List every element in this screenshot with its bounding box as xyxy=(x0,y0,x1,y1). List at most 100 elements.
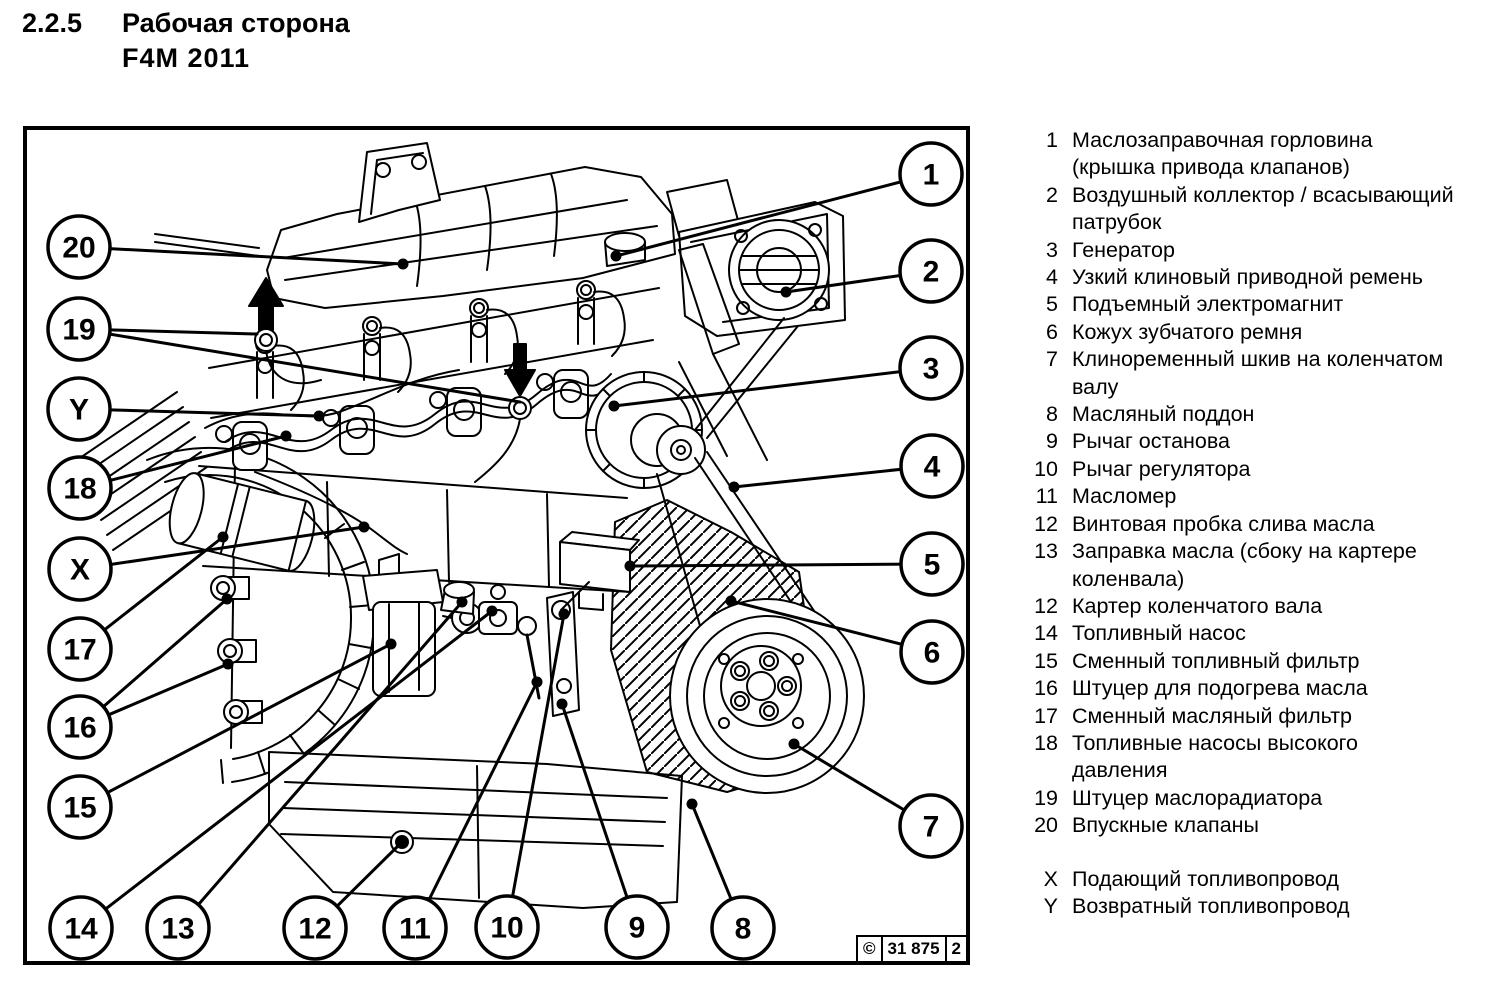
callout-label-15: 15 xyxy=(63,792,96,825)
drawing-stamp: © 31 875 2 xyxy=(856,935,966,961)
alternator xyxy=(585,371,706,489)
legend-item-label: Винтовая пробка слива масла xyxy=(1072,511,1375,536)
leader-line-11 xyxy=(413,680,539,930)
callout-18 xyxy=(47,455,113,521)
down-arrow-icon xyxy=(504,343,536,397)
leader-line-5 xyxy=(628,562,934,568)
callout-4 xyxy=(899,433,965,499)
leader-dot-14 xyxy=(486,605,498,617)
callout-label-1: 1 xyxy=(923,159,940,192)
legend-item-number: 2 xyxy=(1046,182,1058,207)
callout-20 xyxy=(46,214,112,280)
callout-15 xyxy=(47,774,113,840)
callout-label-X: X xyxy=(70,554,90,587)
legend-item-label: Кожух зубчатого ремня xyxy=(1072,319,1303,344)
leader-dot-17 xyxy=(217,531,229,543)
callout-9 xyxy=(604,894,670,960)
callout-17 xyxy=(47,616,113,682)
legend-item-label: Масломер xyxy=(1072,484,1177,509)
callout-3 xyxy=(898,335,964,401)
leader-dot-Y xyxy=(313,410,325,422)
legend-item-number: 11 xyxy=(1035,484,1058,509)
callout-2 xyxy=(898,238,964,304)
legend-item-number: 4 xyxy=(1046,265,1058,290)
legend-item-label: Маслозаправочная горловина (крышка приво… xyxy=(1072,128,1373,180)
legend-item-number: 13 xyxy=(1034,539,1058,564)
leader-line-X xyxy=(78,525,366,571)
oil-cooler-fittings xyxy=(248,277,536,483)
leader-dot-3 xyxy=(608,400,620,412)
legend-item-number: 3 xyxy=(1046,237,1058,262)
legend-item-label: Штуцер для подогрева масла xyxy=(1072,676,1368,701)
callout-10 xyxy=(474,894,540,960)
leader-line-20 xyxy=(77,245,405,266)
legend-item-label: Картер коленчатого вала xyxy=(1072,593,1323,618)
leader-line-9 xyxy=(560,702,639,929)
stamp-number: 31 875 xyxy=(883,937,947,961)
leader-line-3 xyxy=(612,366,933,408)
callout-13 xyxy=(145,895,211,961)
legend-item-label: Подъемный электромагнит xyxy=(1072,292,1344,317)
callout-label-13: 13 xyxy=(161,913,194,946)
callout-label-11: 11 xyxy=(399,913,431,946)
legend-item-number: 9 xyxy=(1046,429,1058,454)
leader-dot-1 xyxy=(610,250,622,262)
callout-label-14: 14 xyxy=(64,913,98,946)
legend-item-label: Масляный поддон xyxy=(1072,402,1255,427)
callout-1 xyxy=(898,141,964,207)
leader-dot-11 xyxy=(531,676,543,688)
legend-item-number: 17 xyxy=(1034,703,1058,728)
leader-dot-2 xyxy=(780,286,792,298)
legend-item-number: 8 xyxy=(1046,402,1058,427)
leader-line-14 xyxy=(79,609,494,930)
leader-dot-5 xyxy=(624,560,636,572)
fuel-return-line xyxy=(204,369,460,429)
fuel-filter xyxy=(362,553,483,697)
leader-dot-20 xyxy=(397,258,409,270)
callout-label-10: 10 xyxy=(490,912,523,945)
leader-dot-6 xyxy=(725,595,737,607)
callout-7 xyxy=(898,793,964,859)
callout-11 xyxy=(382,895,448,961)
legend-item-label: Топливный насос xyxy=(1072,621,1246,646)
callout-label-18: 18 xyxy=(63,473,96,506)
callout-label-2: 2 xyxy=(923,256,940,289)
legend-item-number: 16 xyxy=(1034,676,1058,701)
leader-line-4 xyxy=(732,464,934,489)
generator xyxy=(678,201,846,461)
callout-12 xyxy=(282,895,348,961)
legend-item-label: Рычаг регулятора xyxy=(1072,456,1251,481)
section-number: 2.2.5 xyxy=(22,8,83,38)
legend-item-number: 12 xyxy=(1034,511,1058,536)
legend-item-15: 15 Сменный топливный фильтр xyxy=(1028,648,1494,675)
legend-item-label: Сменный масляный фильтр xyxy=(1072,703,1353,728)
leader-line-19 xyxy=(77,327,522,404)
legend-item-label: Генератор xyxy=(1072,237,1175,262)
callout-14 xyxy=(48,895,114,961)
leader-dot-9 xyxy=(556,698,568,710)
leader-dots xyxy=(217,250,800,848)
oil-heating-fittings xyxy=(210,575,263,725)
callout-label-6: 6 xyxy=(924,637,941,670)
legend-item-label: Сменный топливный фильтр xyxy=(1072,648,1360,673)
callout-label-Y: Y xyxy=(69,394,89,427)
legend-item-label: Клиноременный шкив на коленчатом валу xyxy=(1072,347,1444,399)
leader-line-Y xyxy=(77,407,321,418)
legend-item-number: 15 xyxy=(1034,648,1058,673)
leader-line-18 xyxy=(78,434,288,490)
legend-item-label: Топливные насосы высокого давления xyxy=(1072,730,1358,783)
legend-item-number: 18 xyxy=(1034,730,1058,755)
